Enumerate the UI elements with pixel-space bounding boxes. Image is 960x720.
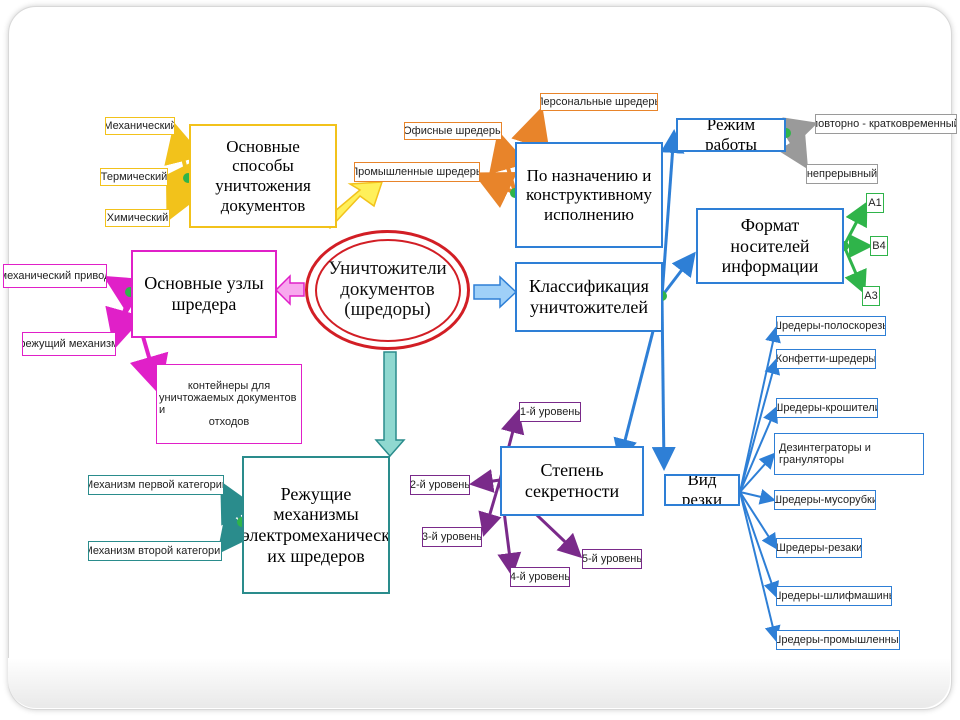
disintegrators-line2: грануляторы — [779, 454, 845, 466]
methods-item-mechanical: Механический — [105, 117, 175, 135]
purpose-item-office: Офисные шредеры — [404, 122, 502, 140]
cut-item-strip: Шредеры-полоскорезы — [776, 316, 886, 336]
classification-line2: уничтожителей — [529, 297, 649, 317]
arrow-to-units — [274, 274, 305, 306]
purpose-item-industrial: Промышленные шредеры — [354, 162, 480, 182]
purpose-node: По назначению и конструктивному исполнен… — [515, 142, 663, 248]
arrow-to-cutting — [374, 351, 406, 458]
center-line1: Уничтожители — [328, 257, 447, 279]
purpose-line1: По назначению и — [526, 165, 652, 185]
cutting-item-second: Механизм второй категории — [88, 541, 222, 561]
secrecy-item-5: 5-й уровень — [582, 549, 642, 569]
slide-bottom-band — [8, 658, 950, 708]
cutting-item-first: Механизм первой категории — [88, 475, 224, 495]
format-line2: информации — [721, 256, 819, 277]
units-item-drive: механический привод — [3, 264, 107, 288]
cut-item-industrial: Шредеры-промышленные — [776, 630, 900, 650]
center-node: Уничтожители документов (шредоры) — [305, 230, 470, 350]
secrecy-item-1: 1-й уровень — [519, 402, 581, 422]
methods-node: Основные способы уничтожения документов — [189, 124, 337, 228]
units-line2: шредера — [171, 294, 237, 314]
container-line2: уничтожаемых документов и — [159, 391, 297, 416]
units-item-cutter: режущий механизм — [22, 332, 116, 356]
cut-item-grinders: Шредеры-шлифмашины — [776, 586, 892, 606]
mode-item-continuous: непрерывный — [806, 164, 878, 184]
secrecy-item-2: 2-й уровень — [410, 475, 470, 495]
secrecy-item-3: 3-й уровень — [422, 527, 482, 547]
purpose-line2: конструктивному — [525, 185, 653, 205]
cut-label: Вид резки — [681, 474, 723, 506]
cutting-line2: механизмы — [273, 504, 359, 525]
mode-item-repeat: повторно - кратковременный — [815, 114, 957, 134]
arrow-to-classification — [473, 275, 518, 309]
mode-node: Режим работы — [676, 118, 786, 152]
methods-line2: уничтожения — [215, 176, 311, 195]
cut-node: Вид резки — [664, 474, 740, 506]
cutting-line4: их шредеров — [267, 545, 365, 566]
format-item-a3: А3 — [862, 286, 880, 306]
secrecy-item-4: 4-й уровень — [510, 567, 570, 587]
methods-line1: Основные способы — [226, 136, 300, 176]
methods-item-thermal: Термический — [100, 168, 168, 186]
methods-item-chemical: Химический — [105, 209, 170, 227]
classification-line1: Классификация — [529, 276, 649, 297]
methods-line3: документов — [220, 195, 306, 215]
mode-label: Режим работы — [705, 118, 757, 152]
secrecy-node: Степень секретности — [500, 446, 644, 516]
classification-node: Классификация уничтожителей — [515, 262, 663, 332]
cutting-line1: Режущие — [280, 483, 352, 504]
center-line2: документов — [340, 278, 435, 300]
purpose-item-personal: Персональные шредеры — [540, 93, 658, 111]
format-node: Формат носителей информации — [696, 208, 844, 284]
cut-item-disintegrators: Дезинтеграторы и грануляторы — [774, 433, 924, 475]
secrecy-line1: Степень — [540, 460, 604, 481]
cut-item-trash: Шредеры-мусорубки — [774, 490, 876, 510]
secrecy-line2: секретности — [524, 481, 620, 501]
purpose-line3: исполнению — [543, 204, 635, 224]
cut-item-cutters: Шредеры-резаки — [776, 538, 862, 558]
cutting-line3: электромеханическ — [242, 525, 390, 545]
disintegrators-line1: Дезинтеграторы и — [779, 441, 871, 454]
format-line1: Формат носителей — [730, 214, 810, 256]
center-line3: (шредоры) — [344, 299, 431, 321]
container-line1: контейнеры для — [187, 379, 271, 392]
cutting-node: Режущие механизмы электромеханическ их ш… — [242, 456, 390, 594]
container-line3: отходов — [208, 416, 250, 429]
units-item-container: контейнеры для уничтожаемых документов и… — [156, 364, 302, 444]
units-node: Основные узлы шредера — [131, 250, 277, 338]
cut-item-confetti: Конфетти-шредеры — [776, 349, 876, 369]
format-item-b4: В4 — [870, 236, 888, 256]
cut-item-crumb: Шредеры-крошители — [776, 398, 878, 418]
format-item-a1: А1 — [866, 193, 884, 213]
units-line1: Основные узлы — [144, 273, 264, 294]
